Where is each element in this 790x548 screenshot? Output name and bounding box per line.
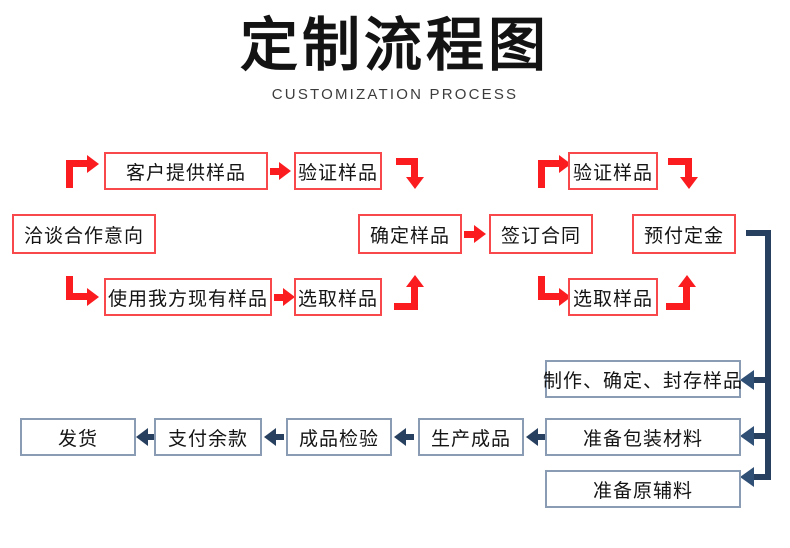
- page-title: 定制流程图: [239, 11, 550, 79]
- node-make-confirm-seal-sample[interactable]: 制作、确定、封存样品: [543, 360, 744, 398]
- node-label: 生产成品: [430, 427, 511, 450]
- node-label: 洽谈合作意向: [23, 224, 144, 247]
- trunk-bottom-horizontal: [752, 474, 771, 480]
- node-label: 使用我方现有样品: [107, 287, 268, 310]
- connector-verify-right-to-deposit-vertical: [685, 158, 692, 178]
- arrowhead-into-ship-goods: [136, 428, 148, 446]
- node-confirm-sample[interactable]: 确定样品: [358, 214, 462, 254]
- connector-deposit-to-verify-vertical: [538, 160, 545, 188]
- node-finished-product-inspection[interactable]: 成品检验: [286, 418, 392, 456]
- arrowhead-into-verify-sample: [279, 162, 291, 180]
- node-negotiate-cooperation[interactable]: 洽谈合作意向: [12, 214, 156, 254]
- connector-select-right-to-deposit-horizontal: [666, 303, 690, 310]
- node-select-sample-left[interactable]: 选取样品: [294, 278, 382, 316]
- connector-negotiate-to-existing-horizontal: [66, 293, 88, 300]
- arrowhead-into-select-sample-left: [283, 288, 295, 306]
- node-prepay-deposit[interactable]: 预付定金: [632, 214, 736, 254]
- trunk-branch-to-prepare-packaging: [752, 433, 771, 439]
- connector-existing-to-select-stem: [274, 293, 284, 301]
- arrowhead-into-pay-balance: [264, 428, 276, 446]
- connector-deposit-to-select-right-horizontal: [538, 293, 560, 300]
- node-label: 准备包装材料: [582, 427, 703, 450]
- connector-inspect-to-pay-balance: [276, 434, 284, 440]
- node-produce-finished-goods[interactable]: 生产成品: [418, 418, 524, 456]
- node-label: 成品检验: [298, 427, 379, 450]
- node-select-sample-right[interactable]: 选取样品: [568, 278, 658, 316]
- arrowhead-into-use-existing-sample: [87, 287, 99, 306]
- trunk-main-vertical: [765, 230, 771, 480]
- node-prepare-raw-materials[interactable]: 准备原辅料: [545, 470, 741, 508]
- node-label: 支付余款: [167, 427, 248, 450]
- connector-pay-balance-to-ship: [148, 434, 156, 440]
- connector-verify-right-to-deposit-horizontal: [668, 158, 692, 165]
- arrowhead-into-produce-finished-goods: [526, 428, 538, 446]
- node-ship-goods[interactable]: 发货: [20, 418, 136, 456]
- node-use-existing-sample[interactable]: 使用我方现有样品: [104, 278, 272, 316]
- arrowhead-into-prepare-raw-materials: [740, 467, 754, 487]
- node-sign-contract[interactable]: 签订合同: [489, 214, 593, 254]
- page-subtitle: CUSTOMIZATION PROCESS: [271, 86, 519, 103]
- connector-verify-to-confirm-horizontal: [396, 158, 418, 165]
- arrowhead-into-make-seal-sample: [740, 370, 754, 390]
- node-verify-sample-left[interactable]: 验证样品: [294, 152, 382, 190]
- node-label: 签订合同: [500, 224, 581, 247]
- node-verify-sample-right[interactable]: 验证样品: [568, 152, 658, 190]
- connector-provide-to-verify-stem: [270, 167, 280, 175]
- node-label: 制作、确定、封存样品: [543, 369, 744, 392]
- arrowhead-into-inspection: [394, 428, 406, 446]
- connector-packaging-to-produce: [538, 434, 546, 440]
- trunk-deposit-horizontal: [746, 230, 771, 236]
- connector-negotiate-to-provide-vertical: [66, 160, 73, 188]
- node-label: 验证样品: [297, 161, 378, 184]
- trunk-branch-to-make-seal-sample: [752, 377, 771, 383]
- arrowhead-up-to-deposit: [677, 275, 696, 287]
- connector-negotiate-to-provide-horizontal: [66, 160, 88, 167]
- arrowhead-into-sign-contract: [474, 225, 486, 243]
- node-label: 选取样品: [572, 287, 653, 310]
- node-label: 客户提供样品: [125, 161, 246, 184]
- arrowhead-down-to-confirm-sample: [405, 177, 424, 189]
- arrowhead-down-to-deposit: [679, 177, 698, 189]
- connector-verify-to-confirm-vertical: [411, 158, 418, 178]
- node-prepare-packaging-materials[interactable]: 准备包装材料: [545, 418, 741, 456]
- node-label: 预付定金: [643, 224, 724, 247]
- arrowhead-up-to-confirm-sample: [405, 275, 424, 287]
- node-label: 确定样品: [369, 224, 450, 247]
- node-customer-provides-sample[interactable]: 客户提供样品: [104, 152, 268, 190]
- connector-deposit-to-select-right-vertical: [538, 276, 545, 300]
- connector-deposit-to-verify-horizontal: [538, 160, 560, 167]
- arrowhead-into-provide-sample: [87, 154, 99, 173]
- node-pay-balance[interactable]: 支付余款: [154, 418, 262, 456]
- connector-negotiate-to-existing-vertical: [66, 276, 73, 300]
- connector-select-right-to-deposit-vertical: [683, 287, 690, 310]
- node-label: 准备原辅料: [592, 479, 693, 502]
- connector-select-to-confirm-vertical: [411, 287, 418, 310]
- arrowhead-into-prepare-packaging: [740, 426, 754, 446]
- connector-select-to-confirm-horizontal: [394, 303, 418, 310]
- node-label: 验证样品: [572, 161, 653, 184]
- connector-confirm-to-contract-stem: [464, 230, 476, 238]
- node-label: 选取样品: [297, 287, 378, 310]
- connector-produce-to-inspection: [406, 434, 414, 440]
- node-label: 发货: [57, 427, 98, 450]
